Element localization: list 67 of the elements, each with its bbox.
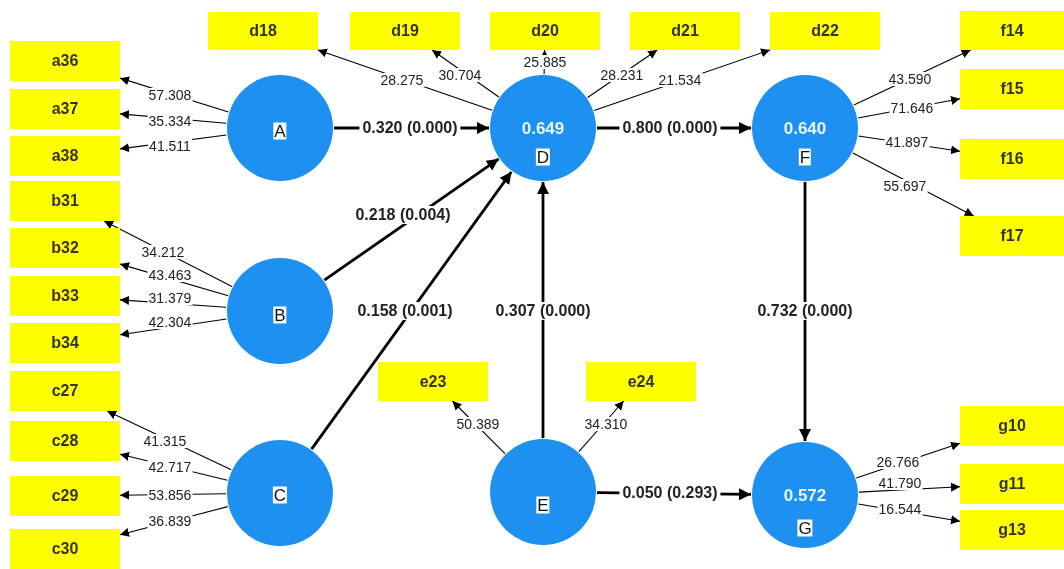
edge-label: 41.511 xyxy=(148,139,192,153)
indicator-box: a38 xyxy=(10,136,120,176)
edge-label: 55.697 xyxy=(882,179,928,193)
edge-label: 41.897 xyxy=(884,135,930,149)
arrow xyxy=(537,182,549,438)
edge-label: 28.275 xyxy=(379,73,425,87)
edge-label: 41.790 xyxy=(877,476,923,490)
edge-label: 31.379 xyxy=(147,291,193,305)
edge-label: 34.212 xyxy=(140,245,186,259)
indicator-box: a37 xyxy=(10,89,120,129)
indicator-box: c29 xyxy=(10,476,120,516)
indicator-box: d20 xyxy=(490,12,600,50)
edge-label: 41.315 xyxy=(142,434,188,448)
indicator-box: b31 xyxy=(10,181,120,221)
edge-label: 30.704 xyxy=(437,68,483,82)
r-squared-value: 0.572 xyxy=(783,486,827,504)
indicator-box: b32 xyxy=(10,228,120,268)
indicator-box: d18 xyxy=(208,12,318,50)
construct-label: D xyxy=(535,148,551,166)
indicator-box: c28 xyxy=(10,421,120,461)
indicator-box: e23 xyxy=(378,362,488,401)
edge-label: 42.717 xyxy=(147,460,193,474)
indicator-box: a36 xyxy=(10,41,120,81)
indicator-box: b34 xyxy=(10,323,120,363)
edge-label: 71.646 xyxy=(889,101,935,115)
edge-label: 50.389 xyxy=(455,417,501,431)
indicator-box: d21 xyxy=(630,12,740,50)
edge-label: 53.856 xyxy=(147,488,193,502)
edge-label: 16.544 xyxy=(877,502,923,516)
indicator-box: f14 xyxy=(960,11,1064,50)
arrow xyxy=(310,171,513,450)
indicator-box: f17 xyxy=(960,216,1064,256)
indicator-box: b33 xyxy=(10,276,120,316)
indicator-box: g13 xyxy=(960,510,1064,550)
edge-label: 26.766 xyxy=(875,455,921,469)
indicator-box: g11 xyxy=(960,464,1064,504)
r-squared-value: 0.640 xyxy=(783,119,827,137)
indicator-box: e24 xyxy=(586,362,696,401)
edge-label: 0.050 (0.293) xyxy=(619,484,721,502)
edge-label: 42.304 xyxy=(147,315,193,329)
indicator-box: f16 xyxy=(960,139,1064,179)
construct-label: E xyxy=(536,496,550,514)
edge-label: 25.885 xyxy=(522,55,568,69)
edge-label: 0.800 (0.000) xyxy=(619,119,721,137)
indicator-box: c27 xyxy=(10,371,120,411)
indicator-box: d22 xyxy=(770,12,880,50)
construct-label: B xyxy=(273,306,287,324)
construct-label: F xyxy=(798,148,812,166)
indicator-box: c30 xyxy=(10,529,120,569)
arrow xyxy=(799,182,811,441)
construct-label: C xyxy=(272,486,288,504)
edge-label: 43.463 xyxy=(147,268,193,282)
edge-label: 21.534 xyxy=(657,73,703,87)
edge-label: 28.231 xyxy=(599,68,645,82)
indicator-box: f15 xyxy=(960,69,1064,109)
edge-label: 34.310 xyxy=(583,417,629,431)
construct-label: A xyxy=(273,122,287,140)
construct-label: G xyxy=(797,519,813,537)
indicator-box: g10 xyxy=(960,406,1064,446)
arrow xyxy=(323,157,500,282)
indicator-box: d19 xyxy=(350,12,460,50)
edge-label: 57.308 xyxy=(147,88,193,102)
edge-label: 36.839 xyxy=(147,514,193,528)
edge-label: 0.320 (0.000) xyxy=(359,119,461,137)
edge-label: 35.334 xyxy=(147,114,193,128)
r-squared-value: 0.649 xyxy=(521,119,565,137)
edge-label: 43.590 xyxy=(887,72,933,86)
